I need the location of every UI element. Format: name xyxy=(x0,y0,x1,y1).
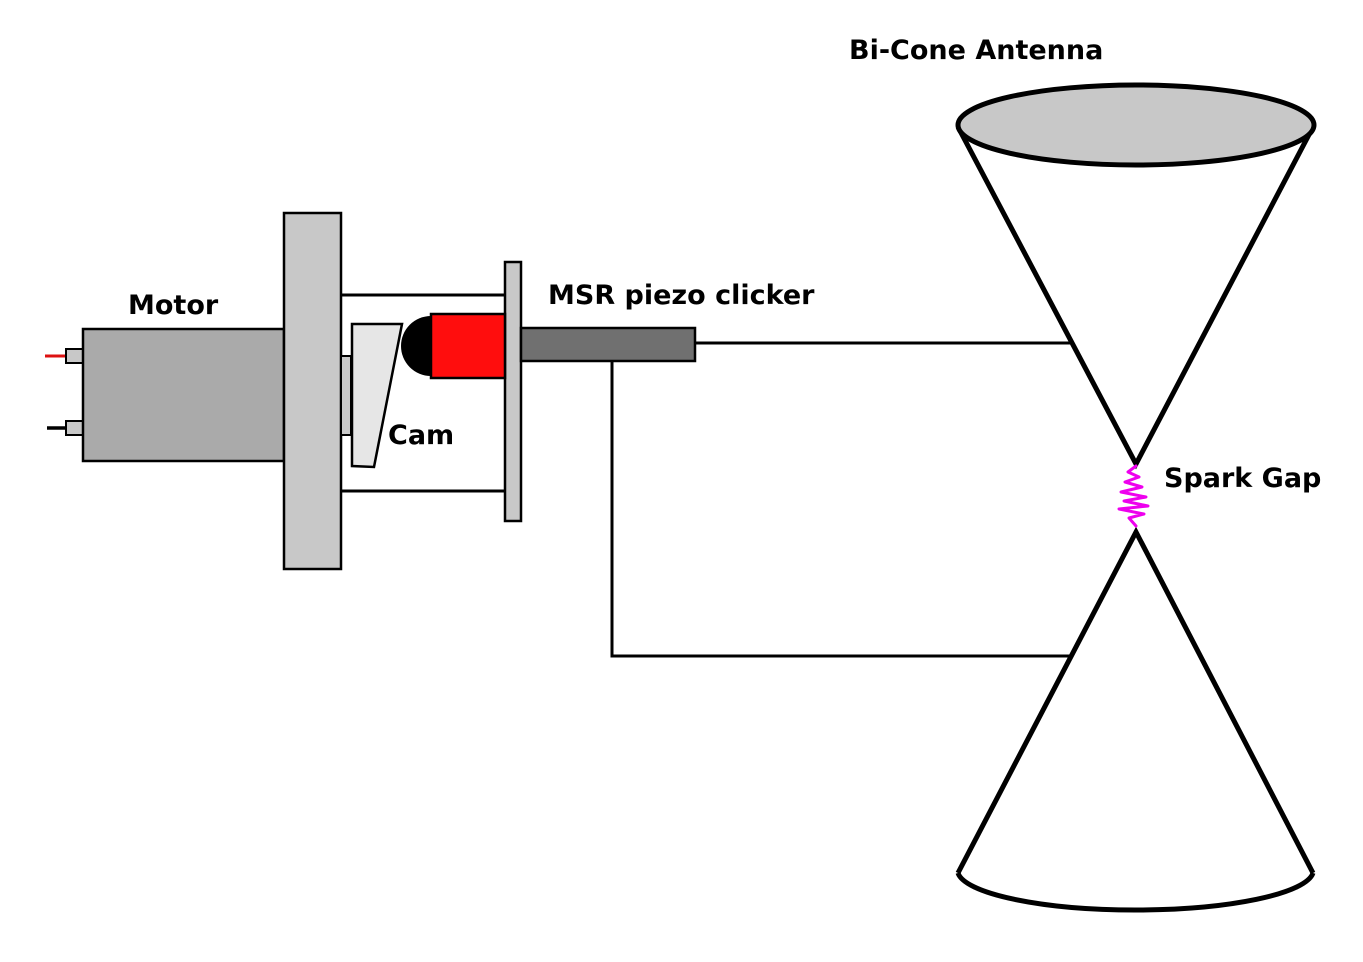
clicker-mount-plate xyxy=(503,260,523,523)
piezo-clicker-label: MSR piezo clicker xyxy=(548,280,815,311)
upper-cone-top xyxy=(955,82,1317,168)
cam-label: Cam xyxy=(388,420,454,451)
wires xyxy=(610,341,1072,658)
motor-label: Motor xyxy=(128,290,219,321)
wire-bottom xyxy=(610,361,1072,658)
piezo-button-housing xyxy=(429,312,507,380)
bicone-antenna xyxy=(955,82,1317,913)
motor-shaft xyxy=(340,355,352,436)
spark xyxy=(1117,464,1150,528)
bracket-frame xyxy=(282,211,523,571)
lower-cone-base xyxy=(955,872,1316,913)
motor-terminal-top xyxy=(65,348,84,364)
piezo-clicker-rod xyxy=(519,326,697,363)
motor-body xyxy=(81,327,286,463)
upper-cone xyxy=(955,125,1316,470)
piezo-button-cap xyxy=(401,316,431,376)
motor xyxy=(45,327,286,463)
motor-terminal-bottom xyxy=(65,420,84,436)
lower-cone xyxy=(955,526,1316,875)
cam xyxy=(350,322,404,469)
motor-mount-plate xyxy=(282,211,343,571)
antenna-label: Bi-Cone Antenna xyxy=(849,35,1103,66)
piezo-button xyxy=(401,312,507,380)
spark-gap-label: Spark Gap xyxy=(1164,463,1321,494)
